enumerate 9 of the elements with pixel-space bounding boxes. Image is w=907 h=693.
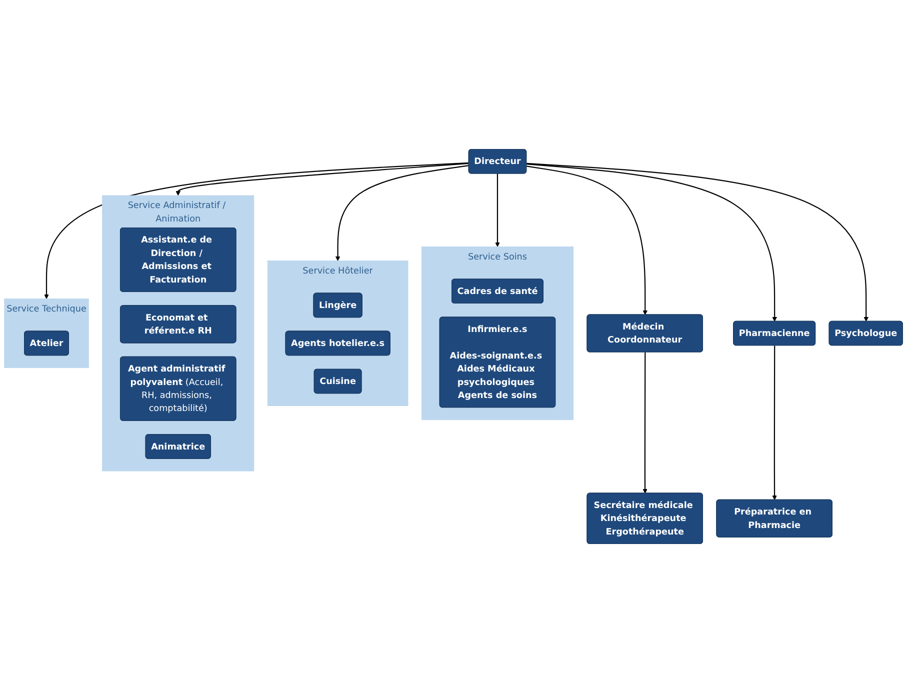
- arrow: [642, 352, 648, 494]
- arrow: [526, 162, 869, 322]
- arrow: [44, 162, 469, 300]
- arrow: [526, 164, 778, 322]
- arrow: [772, 346, 777, 500]
- arrow: [335, 165, 469, 262]
- arrow: [495, 174, 500, 247]
- arrow: [176, 162, 469, 196]
- arrow: [526, 166, 648, 316]
